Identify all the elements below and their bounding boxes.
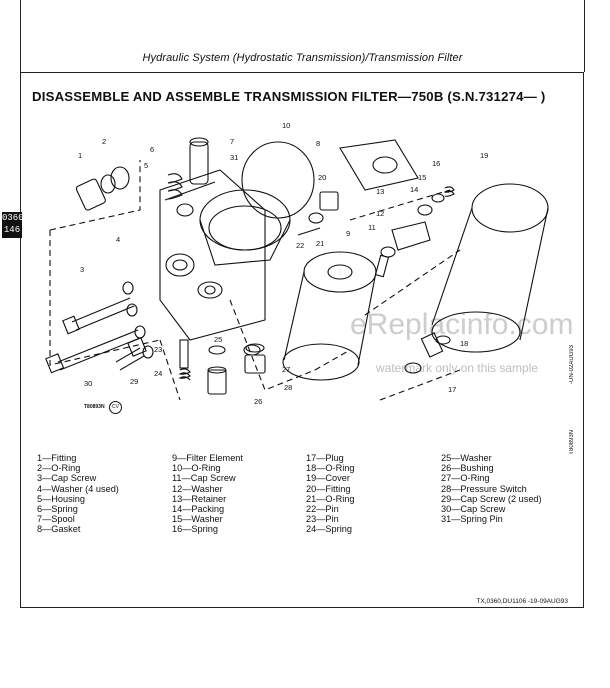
section-title: DISASSEMBLE AND ASSEMBLE TRANSMISSION FI…: [32, 89, 546, 104]
page-tab-page: 146: [3, 225, 21, 235]
callout-21: 21: [316, 239, 324, 248]
part-item: 4—Washer (4 used): [37, 483, 119, 494]
callout-labels: 1 2 3 4 5 6 7 8 9 10 11 12 13 14 15 16 1…: [78, 121, 488, 406]
callout-20: 20: [318, 173, 326, 182]
callout-14: 14: [410, 185, 418, 194]
part-item: 30—Cap Screw: [441, 504, 506, 515]
parts-column-4: 25—Washer 26—Bushing 27—O-Ring 28—Pressu…: [441, 453, 542, 524]
callout-3: 3: [80, 265, 84, 274]
exploded-view-diagram: 1 2 3 4 5 6 7 8 9 10 11 12 13 14 15 16 1…: [45, 121, 549, 406]
callout-28: 28: [284, 383, 292, 392]
right-rule: [584, 0, 585, 72]
part-item: 17—Plug: [306, 453, 344, 463]
callout-10: 10: [282, 121, 290, 130]
part-item: 8—Gasket: [37, 524, 81, 535]
part-item: 5—Housing: [37, 493, 86, 504]
part-item: 2—O-Ring: [37, 463, 81, 474]
part-item: 23—Pin: [306, 514, 339, 525]
part-item: 1—Fitting: [37, 453, 77, 463]
callout-17: 17: [448, 385, 456, 394]
side-code-2: -UN-02AUG93: [569, 345, 575, 385]
part-item: 16—Spring: [172, 524, 218, 535]
callout-15: 15: [418, 173, 426, 182]
part-item: 22—Pin: [306, 504, 339, 515]
callout-1: 1: [78, 151, 82, 160]
page-header: Hydraulic System (Hydrostatic Transmissi…: [142, 52, 463, 64]
callout-23: 23: [154, 345, 162, 354]
callout-19: 19: [480, 151, 488, 160]
part-item: 20—Fitting: [306, 483, 351, 494]
callout-2: 2: [102, 137, 106, 146]
callout-31: 31: [230, 153, 238, 162]
callout-30: 30: [84, 379, 92, 388]
figure-code: T80893N: [84, 404, 105, 410]
part-item: 11—Cap Screw: [172, 473, 236, 484]
part-item: 24—Spring: [306, 524, 352, 535]
callout-11: 11: [368, 223, 376, 232]
part-item: 25—Washer: [441, 453, 492, 463]
callout-29: 29: [130, 377, 138, 386]
figure-circle-label: CV: [109, 401, 122, 414]
part-item: 19—Cover: [306, 473, 350, 484]
part-item: 21—O-Ring: [306, 493, 355, 504]
callout-27: 27: [282, 365, 290, 374]
callout-22: 22: [296, 241, 304, 250]
part-item: 31—Spring Pin: [441, 514, 503, 525]
part-item: 27—O-Ring: [441, 473, 490, 484]
callout-13: 13: [376, 187, 384, 196]
part-item: 12—Washer: [172, 483, 223, 494]
part-item: 7—Spool: [37, 514, 75, 525]
part-item: 13—Retainer: [172, 493, 227, 504]
callout-25: 25: [214, 335, 222, 344]
part-item: 3—Cap Screw: [37, 473, 97, 484]
part-item: 15—Washer: [172, 514, 223, 525]
callout-9: 9: [346, 229, 350, 238]
callout-4: 4: [116, 235, 120, 244]
page-tab: 0360 146: [2, 212, 24, 238]
watermark-sub: watermark only on this sample: [376, 361, 539, 375]
parts-column-2: 9—Filter Element 10—O-Ring 11—Cap Screw …: [172, 453, 243, 535]
part-item: 9—Filter Element: [172, 453, 243, 463]
part-item: 14—Packing: [172, 504, 225, 515]
side-code-1: T80893N: [569, 430, 575, 455]
callout-18: 18: [460, 339, 468, 348]
part-item: 28—Pressure Switch: [441, 483, 527, 494]
callout-8: 8: [316, 139, 320, 148]
part-item: 18—O-Ring: [306, 463, 355, 474]
callout-12: 12: [376, 209, 384, 218]
part-item: 10—O-Ring: [172, 463, 221, 474]
part-item: 6—Spring: [37, 504, 78, 515]
callout-24: 24: [154, 369, 162, 378]
callout-7: 7: [230, 137, 234, 146]
parts-column-3: 17—Plug 18—O-Ring 19—Cover 20—Fitting 21…: [306, 453, 355, 535]
part-item: 29—Cap Screw (2 used): [441, 493, 542, 504]
content-frame: [20, 72, 584, 608]
parts-column-1: 1—Fitting 2—O-Ring 3—Cap Screw 4—Washer …: [37, 453, 119, 535]
page-tab-chapter: 0360: [2, 213, 24, 223]
callout-6: 6: [150, 145, 154, 154]
callout-26: 26: [254, 397, 262, 406]
callout-16: 16: [432, 159, 440, 168]
callout-5: 5: [144, 161, 148, 170]
part-item: 26—Bushing: [441, 463, 494, 474]
footer-code: TX,0360,DU1106 -19-09AUG93: [476, 598, 568, 605]
left-rule: [20, 0, 21, 72]
